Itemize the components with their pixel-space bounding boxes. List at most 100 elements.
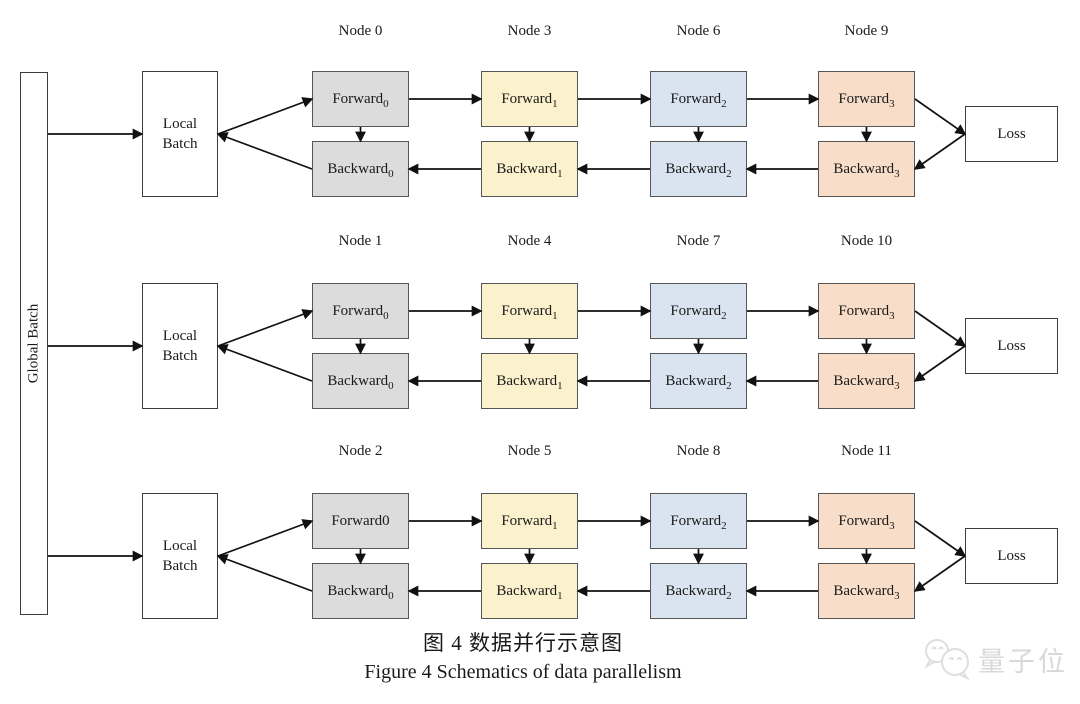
node-label: Node 4: [507, 233, 552, 249]
forward-label-subscript: 2: [721, 309, 727, 322]
caption-chinese: 图 4 数据并行示意图: [423, 631, 623, 655]
backward-box: Backward1: [481, 563, 578, 619]
arrow-line: [914, 310, 967, 347]
forward-label: Forward1: [501, 303, 557, 322]
forward-box: Forward1: [481, 71, 578, 127]
forward-label-subscript: 0: [383, 97, 389, 110]
backward-label: Backward3: [833, 373, 900, 392]
forward-box: Forward3: [818, 493, 915, 549]
backward-label-base: Backward: [327, 582, 389, 599]
forward-label-base: Forward: [501, 90, 553, 107]
wechat-chat-bubbles-icon: [924, 639, 970, 681]
backward-label: Backward2: [665, 160, 732, 180]
forward-label-base: Forward0: [331, 512, 390, 529]
forward-label-base: Forward: [670, 302, 722, 319]
arrow-line: [913, 133, 966, 170]
forward-label: Forward3: [838, 512, 894, 532]
backward-box: Backward3: [818, 353, 915, 409]
local-batch-label: Local Batch: [162, 327, 198, 364]
backward-box: Backward2: [650, 353, 747, 409]
backward-label-subscript: 0: [388, 379, 394, 392]
backward-label-subscript: 1: [557, 167, 563, 180]
local-batch-box: Local Batch: [142, 283, 218, 409]
forward-label-base: Forward: [838, 302, 890, 319]
forward-box: Forward2: [650, 71, 747, 127]
arrow-line: [913, 555, 966, 592]
backward-label-base: Backward: [665, 160, 727, 177]
backward-label-base: Backward: [665, 582, 727, 599]
arrow-line: [913, 345, 966, 382]
forward-label: Forward0: [331, 513, 389, 530]
backward-box: Backward0: [312, 353, 409, 409]
forward-box: Forward1: [481, 493, 578, 549]
forward-label-subscript: 1: [552, 97, 558, 110]
node-label: Node 1: [338, 233, 383, 249]
backward-label-subscript: 3: [894, 589, 900, 602]
forward-label-subscript: 0: [383, 309, 389, 322]
forward-box: Forward3: [818, 71, 915, 127]
arrow-line: [216, 344, 313, 382]
node-label: Node 7: [676, 233, 721, 249]
forward-box: Forward2: [650, 283, 747, 339]
backward-label-subscript: 1: [557, 379, 563, 392]
forward-box: Forward3: [818, 283, 915, 339]
backward-label-base: Backward: [496, 372, 558, 389]
forward-label-subscript: 2: [721, 519, 727, 532]
arrow-line: [217, 97, 314, 135]
backward-label: Backward1: [496, 372, 563, 392]
forward-label-base: Forward: [670, 512, 722, 529]
node-label: Node 11: [841, 443, 892, 459]
forward-label-base: Forward: [501, 512, 553, 529]
forward-label: Forward0: [332, 90, 389, 110]
backward-label-subscript: 2: [726, 167, 732, 180]
loss-box: Loss: [965, 106, 1058, 162]
backward-box: Backward0: [312, 563, 409, 619]
forward-label-base: Forward: [332, 302, 384, 319]
backward-label-base: Backward: [496, 582, 558, 599]
backward-label: Backward1: [496, 582, 563, 602]
watermark: 量子位: [920, 636, 1068, 682]
node-label: Node 0: [338, 23, 383, 39]
backward-box: Backward0: [312, 141, 409, 197]
forward-label: Forward2: [670, 302, 727, 322]
node-label: Node 10: [840, 233, 893, 249]
backward-label-base: Backward: [833, 160, 895, 177]
node-label: Node 5: [507, 443, 552, 459]
backward-box: Backward1: [481, 353, 578, 409]
arrow-line: [216, 554, 313, 592]
backward-label: Backward0: [327, 582, 394, 602]
forward-label-base: Forward: [838, 90, 890, 107]
local-batch-label: Local Batch: [162, 115, 198, 152]
backward-label: Backward0: [327, 161, 393, 180]
arrow-line: [217, 519, 314, 557]
loss-label: Loss: [997, 125, 1026, 142]
backward-label-base: Backward: [665, 372, 727, 389]
figure-caption: 图 4 数据并行示意图 Figure 4 Schematics of data …: [0, 627, 1046, 684]
forward-label-base: Forward: [838, 512, 890, 529]
forward-label: Forward1: [501, 512, 558, 532]
backward-label-subscript: 1: [557, 589, 563, 602]
forward-label-base: Forward: [670, 90, 722, 107]
backward-label-subscript: 0: [388, 589, 394, 602]
backward-label-base: Backward: [496, 160, 558, 177]
backward-label: Backward2: [665, 372, 731, 392]
backward-label-subscript: 3: [894, 167, 900, 180]
forward-label-base: Forward: [332, 90, 384, 107]
loss-label: Loss: [997, 337, 1026, 354]
forward-label: Forward0: [332, 302, 389, 322]
backward-label-subscript: 3: [894, 379, 900, 392]
forward-label: Forward3: [838, 90, 894, 110]
forward-box: Forward2: [650, 493, 747, 549]
node-label: Node 2: [338, 443, 383, 459]
arrow-line: [914, 98, 967, 135]
backward-label: Backward2: [665, 582, 731, 602]
local-batch-box: Local Batch: [142, 71, 218, 197]
arrow-line: [216, 132, 313, 170]
forward-label-subscript: 1: [552, 519, 558, 532]
local-batch-box: Local Batch: [142, 493, 218, 619]
forward-box: Forward0: [312, 71, 409, 127]
global-batch-box: Global Batch: [20, 72, 48, 615]
caption-english: Figure 4 Schematics of data parallelism: [364, 661, 682, 683]
local-batch-label: Local Batch: [162, 537, 198, 574]
